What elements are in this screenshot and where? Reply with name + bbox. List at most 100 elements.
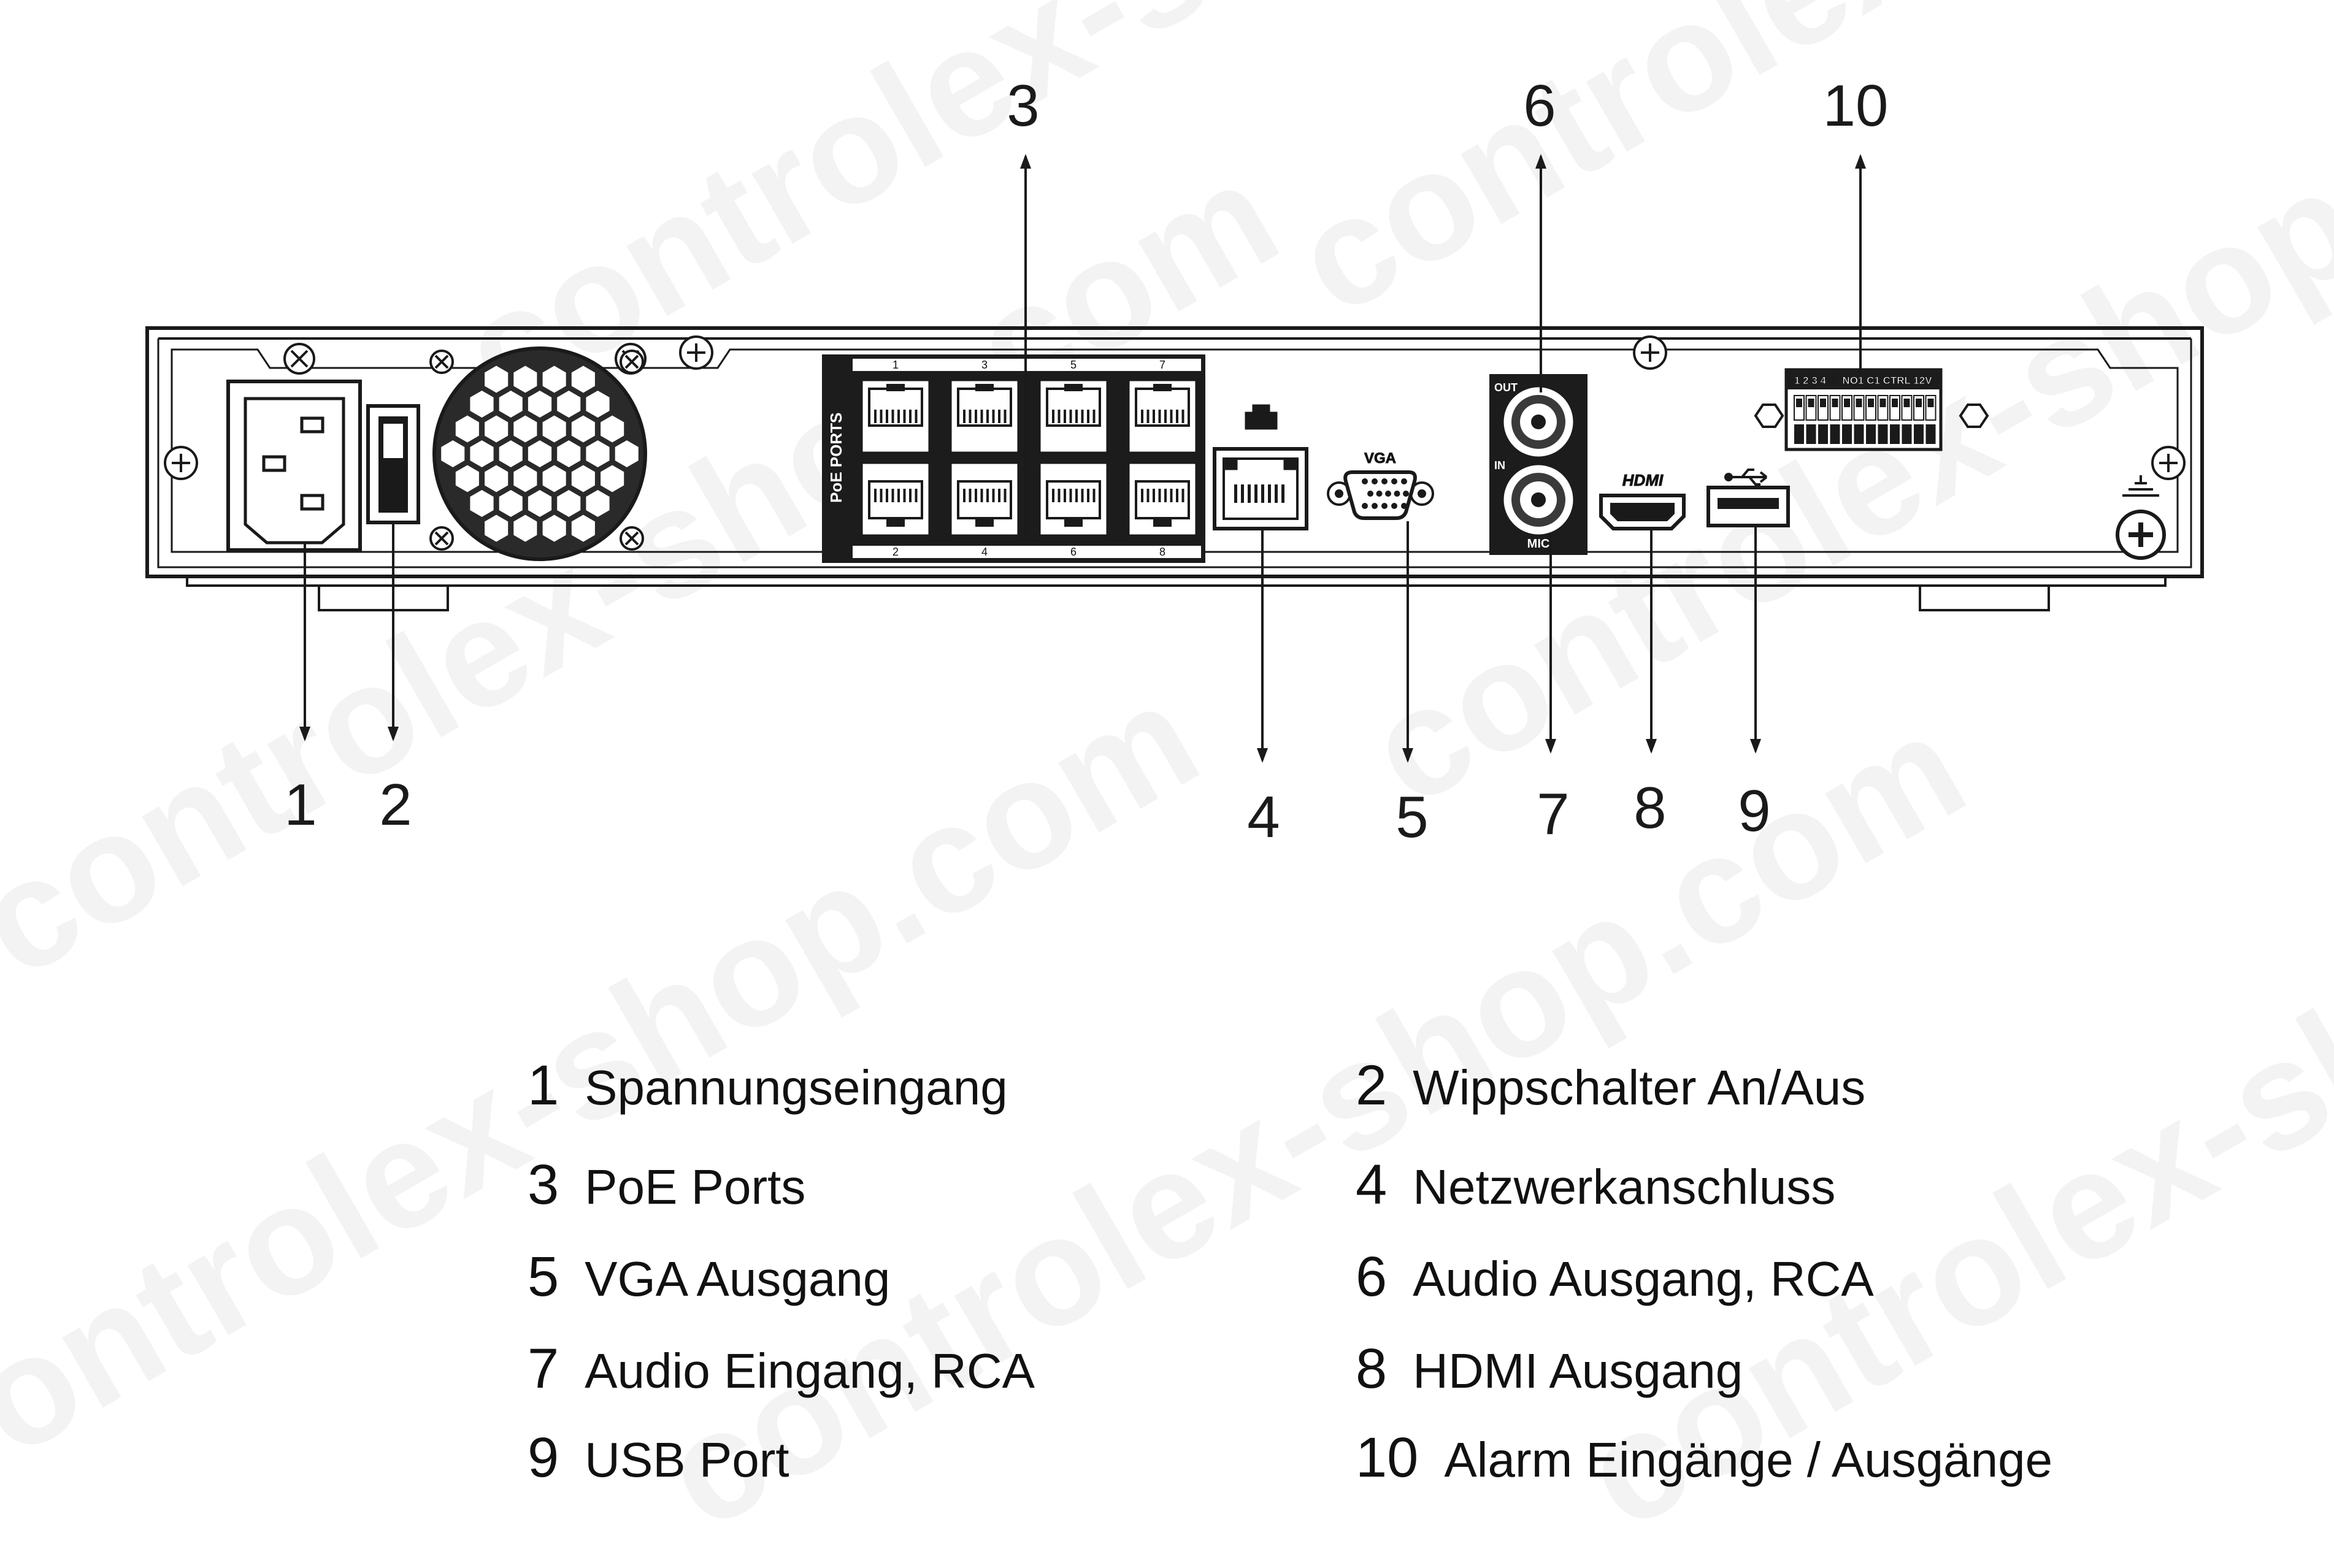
poe-port-number: 3 (981, 359, 988, 371)
fan-cell (513, 415, 537, 443)
fan-cell (470, 440, 494, 467)
fan-cell (485, 415, 509, 443)
rj45-jack (1038, 379, 1108, 454)
fan-cell (601, 465, 624, 492)
audio-rca-block: OUT IN MIC (1489, 374, 1587, 555)
rocker-switch (366, 404, 420, 524)
mic-label: MIC (1527, 537, 1550, 551)
hdmi-port: HDMI (1599, 471, 1686, 530)
arrowhead (1402, 748, 1413, 763)
fan-cell (470, 490, 494, 517)
leader-lines (299, 154, 1866, 763)
fan-cell (542, 365, 566, 393)
audio-out-jack (1503, 387, 1573, 457)
poe-jacks (861, 379, 1197, 537)
fan-cell (513, 514, 537, 542)
nut-icon (1754, 403, 1989, 428)
fan-cell (485, 365, 509, 393)
rj45-jack (950, 462, 1019, 537)
poe-port-number: 1 (893, 359, 899, 371)
vga-label: VGA (1364, 450, 1396, 467)
screw-icon (429, 350, 644, 551)
audio-in-label: IN (1494, 459, 1505, 472)
ground-screw-icon (2116, 475, 2166, 560)
hdmi-label: HDMI (1622, 471, 1664, 489)
fan-cell (557, 391, 581, 418)
poe-port-number: 2 (893, 546, 899, 558)
arrowhead (1646, 739, 1657, 754)
fan-cell (485, 514, 509, 542)
fan-cell (528, 391, 552, 418)
arrowhead (1535, 154, 1546, 169)
poe-port-number: 4 (981, 546, 988, 558)
fan-cell (499, 440, 523, 467)
fan-cell (571, 365, 595, 393)
rj45-jack (1127, 379, 1197, 454)
rj45-jack (861, 379, 931, 454)
fan-cell (571, 465, 595, 492)
screw-icon (283, 343, 315, 375)
fan-cell (455, 465, 479, 492)
fan-cell (601, 415, 624, 443)
poe-bottom-labels: 2 4 6 8 (853, 546, 1201, 558)
arrowhead (1750, 739, 1761, 754)
callout-number: 3 (1007, 73, 1039, 139)
callout-number: 5 (1395, 784, 1428, 850)
alarm-terminal: 1 2 3 4 ⏚ NO1 C1 CTRL 12V (1754, 368, 1989, 451)
screw-icon (1633, 335, 1667, 370)
rj45-jack (950, 379, 1019, 454)
alarm-terminal-label: 1 2 3 4 ⏚ NO1 C1 CTRL 12V (1794, 375, 1932, 386)
fan-cell (586, 391, 610, 418)
fan-cell (470, 391, 494, 418)
fan-cell (615, 440, 639, 467)
fan-cell (542, 465, 566, 492)
fan-cell (557, 490, 581, 517)
fan-cell (455, 415, 479, 443)
usb-port (1706, 468, 1790, 527)
arrowhead (1020, 154, 1031, 169)
poe-port-number: 8 (1159, 546, 1165, 558)
fan-grille (429, 346, 647, 561)
fan-cell (557, 440, 581, 467)
arrowhead (1257, 748, 1268, 763)
fan-cell (528, 440, 552, 467)
fan-cell (571, 514, 595, 542)
screw-icon (679, 335, 713, 370)
fan-cell (586, 440, 610, 467)
poe-port-number: 6 (1070, 546, 1077, 558)
rj45-jack (861, 462, 931, 537)
arrowhead (1855, 154, 1866, 169)
fan-cell (542, 514, 566, 542)
callout-number: 4 (1247, 784, 1280, 850)
fan-cell (571, 415, 595, 443)
vga-port: VGA (1327, 450, 1434, 520)
chassis (145, 326, 2204, 611)
fan-cell (441, 440, 465, 467)
poe-port-number: 5 (1070, 359, 1077, 371)
power-inlet (226, 380, 362, 552)
callout-number: 10 (1823, 73, 1889, 139)
rj45-jack (1127, 462, 1197, 537)
callout-number: 7 (1537, 781, 1569, 847)
callout-number: 6 (1523, 73, 1556, 139)
poe-ports-block: PoE PORTS 1 3 5 7 2 4 6 8 (822, 354, 1205, 563)
poe-port-number: 7 (1159, 359, 1165, 371)
fan-cell (499, 391, 523, 418)
fan-cell (513, 365, 537, 393)
fan-cell (513, 465, 537, 492)
screw-icon (164, 446, 198, 480)
audio-out-label: OUT (1494, 381, 1518, 394)
usb-icon (1724, 468, 1768, 486)
callout-number: 9 (1738, 778, 1770, 844)
callout-number: 1 (284, 772, 317, 838)
network-port (1213, 404, 1308, 530)
fan-cell (586, 490, 610, 517)
callout-number: 2 (379, 772, 412, 838)
audio-in-jack (1503, 465, 1573, 535)
fan-cell (528, 490, 552, 517)
poe-ports-label: PoE PORTS (827, 413, 845, 503)
fan-cell (499, 490, 523, 517)
